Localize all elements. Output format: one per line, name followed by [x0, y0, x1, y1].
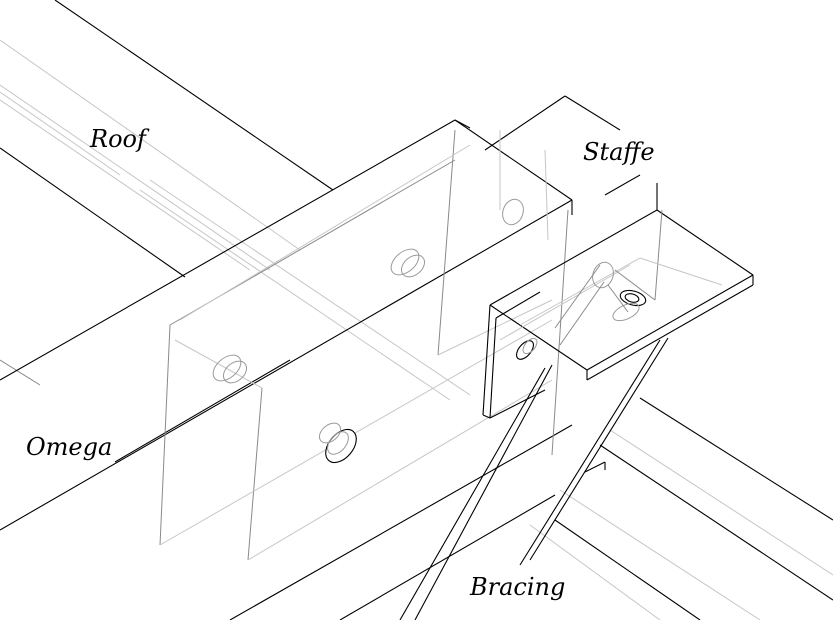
omega-profile [0, 95, 641, 620]
bracing-label: Bracing [469, 573, 565, 601]
lower-beam [529, 397, 833, 620]
staffe-label: Staffe [583, 138, 655, 166]
staffe-bracket [482, 183, 754, 419]
roof-label: Roof [89, 125, 150, 153]
omega-label: Omega [26, 433, 112, 461]
roof-beams [0, 0, 471, 401]
staffe-bolt [516, 261, 656, 360]
omega-bolt-holes [212, 198, 524, 464]
bracing-members [399, 264, 669, 620]
